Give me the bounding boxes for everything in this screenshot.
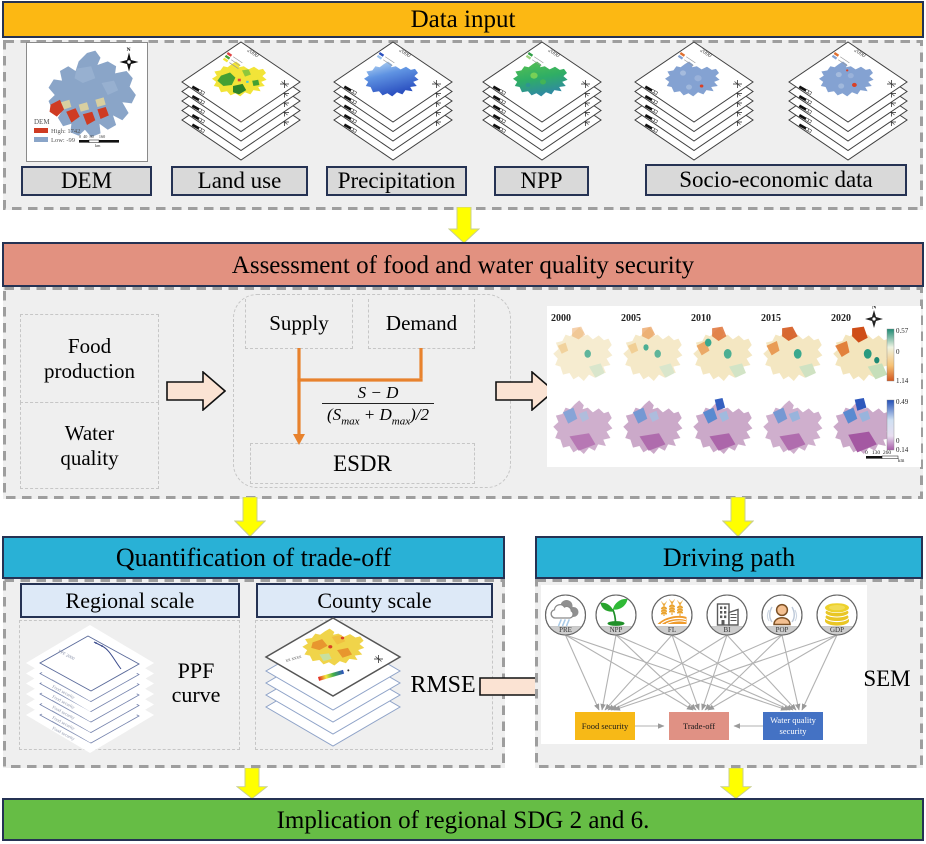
svg-text:Trade-off: Trade-off (683, 721, 715, 731)
svg-text:2010: 2010 (691, 313, 711, 324)
svg-text:2005: 2005 (621, 313, 641, 324)
svg-text:0 40 80 160: 0 40 80 160 (79, 134, 105, 139)
svg-text:1.14: 1.14 (896, 377, 909, 385)
svg-text:0: 0 (896, 348, 900, 356)
svg-text:High: 1742: High: 1742 (51, 128, 80, 135)
svg-text:DEM: DEM (34, 118, 50, 126)
svg-text:km: km (898, 459, 905, 464)
svg-text:Low: -99: Low: -99 (51, 137, 75, 144)
svg-text:0.49: 0.49 (896, 398, 909, 406)
svg-text:0.14: 0.14 (896, 446, 909, 454)
svg-text:POP: POP (776, 626, 789, 634)
svg-text:xx xxxx: xx xxxx (285, 654, 302, 663)
svg-text:PRE: PRE (559, 626, 572, 634)
svg-text:security: security (780, 726, 808, 736)
svg-text:FL: FL (668, 626, 676, 634)
svg-text:2000: 2000 (551, 313, 571, 324)
svg-text:2015: 2015 (761, 313, 781, 324)
svg-text:0 130 260: 0 130 260 (865, 450, 891, 456)
svg-text:N: N (127, 47, 131, 53)
svg-text:Water quality: Water quality (770, 715, 817, 725)
svg-text:km: km (95, 143, 101, 148)
svg-text:GDP: GDP (830, 626, 844, 634)
svg-text:NPP: NPP (610, 626, 623, 634)
svg-text:BI: BI (724, 626, 732, 634)
svg-text:Food security: Food security (582, 721, 629, 731)
svg-text:0: 0 (896, 437, 900, 445)
svg-text:N: N (872, 306, 877, 311)
svg-text:0.57: 0.57 (896, 327, 909, 335)
svg-text:2020: 2020 (831, 313, 851, 324)
